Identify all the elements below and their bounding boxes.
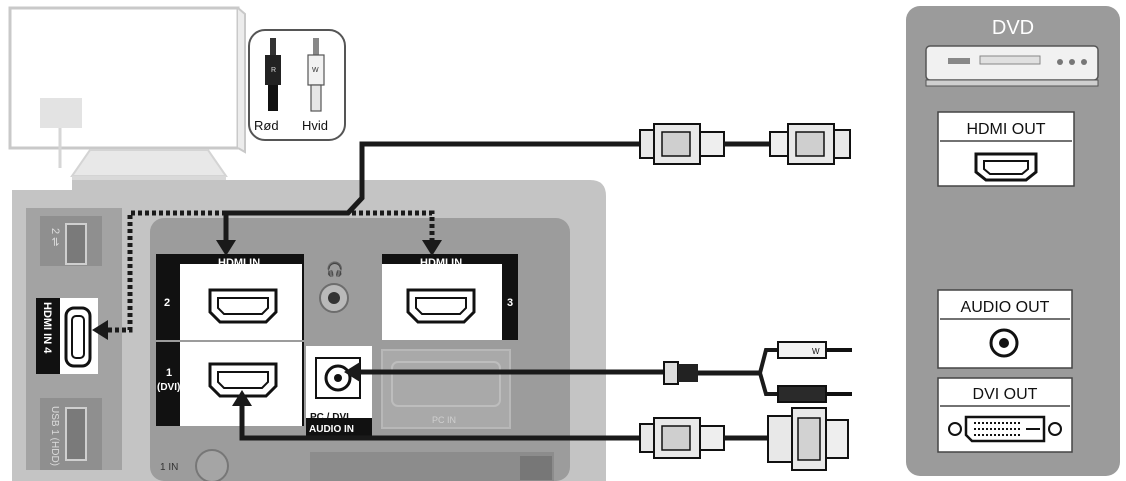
tv-connector-panel: 2 ⇌ HDMI IN 4 USB 1 (HDD) HDMI IN 2 1 (D…	[12, 180, 606, 481]
audio-cable-plug-icon: W	[663, 341, 852, 403]
dvd-player-panel: DVD HDMI OUT AUDIO OUT DVI OUT	[906, 6, 1120, 476]
side-usb2-label: 2 ⇌	[49, 228, 61, 246]
hdmi1-port-icon	[208, 362, 278, 398]
hdmi3-port-icon	[406, 288, 476, 324]
side-usb1-label: USB 1 (HDD)	[49, 406, 60, 466]
hdmi1-sub: (DVI)	[157, 382, 180, 393]
hdmi2-port-icon	[208, 288, 278, 324]
red-label: Rød	[254, 118, 279, 133]
tv-illustration	[8, 6, 246, 182]
dvd-hdmi-out-label: HDMI OUT	[966, 121, 1045, 138]
pc-dvi-audio-line1: PC / DVI	[310, 412, 349, 423]
dvd-player-icon	[925, 45, 1099, 87]
hdmi3-header: HDMI IN	[420, 257, 462, 269]
hdmi-cable-plug-icon	[639, 123, 851, 165]
hdmi2-header: HDMI IN	[218, 257, 260, 269]
partial-in-label: 1 IN	[160, 462, 178, 473]
pc-dvi-audio-line2: AUDIO IN	[309, 424, 354, 435]
red-plug-letter: R	[271, 67, 276, 74]
hdmi3-number: 3	[507, 297, 513, 309]
dvd-audio-jack-icon	[989, 328, 1019, 358]
pc-in-label: PC IN	[432, 415, 456, 425]
side-hdmi4-label: HDMI IN 4	[41, 302, 53, 354]
dvd-hdmi-port-icon	[974, 152, 1038, 182]
hdmi1-number: 1	[166, 367, 172, 379]
white-label: Hvid	[302, 118, 328, 133]
dvd-audio-out-label: AUDIO OUT	[961, 299, 1050, 316]
svg-text:W: W	[812, 347, 820, 356]
rca-color-legend: R W Rød Hvid	[248, 29, 346, 141]
dvd-dvi-out-label: DVI OUT	[973, 386, 1038, 403]
hdmi-dvi-cable-plug-icon	[639, 407, 849, 471]
white-plug-letter: W	[312, 67, 319, 74]
dvd-dvi-port-icon	[948, 415, 1062, 443]
cables: W	[92, 123, 852, 471]
hdmi2-number: 2	[164, 297, 170, 309]
pc-dvi-audio-jack-icon	[315, 357, 361, 399]
white-rca-plug-icon: W	[307, 38, 325, 112]
dvd-title: DVD	[992, 17, 1034, 39]
red-rca-plug-icon: R	[265, 38, 281, 111]
svg-text:🎧: 🎧	[326, 261, 343, 278]
headphone-jack-icon: 🎧	[319, 261, 349, 313]
